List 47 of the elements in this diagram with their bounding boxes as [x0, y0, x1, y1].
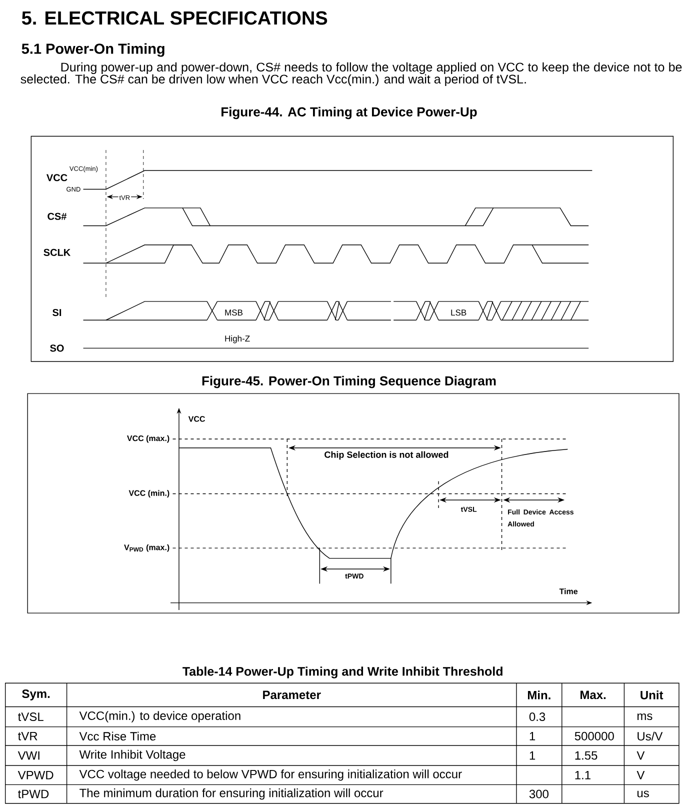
- table-text: 1.1: [575, 770, 590, 780]
- table-caption: Table-14 Power-Up Timing and Write Inhibit Threshold: [182, 666, 502, 678]
- table-text: V: [636, 770, 645, 780]
- axis-label: Time: [559, 588, 578, 594]
- signal-name: SCLK: [44, 248, 71, 256]
- table-text: V: [636, 751, 645, 760]
- column-header: Sym.: [22, 690, 50, 700]
- table-text: Us/V: [638, 732, 663, 741]
- table-text: 1: [530, 732, 536, 740]
- table-text: ms: [638, 713, 652, 720]
- table-text: VCC voltage needed to below VPWD for ensuring initialization will occur: [79, 770, 462, 781]
- table-text: VPWD: [18, 770, 54, 780]
- signal-name: SI: [52, 309, 62, 316]
- column-header: Parameter: [263, 690, 321, 700]
- dimension-label: Chip Selection is not allowed: [324, 451, 448, 460]
- signal-name: SO: [50, 344, 64, 352]
- section-heading: 5.1 Power-On Timing: [22, 43, 164, 57]
- table-text: 1.55: [575, 751, 598, 760]
- table-text: Write Inhibit Voltage: [79, 750, 186, 762]
- page-heading: 5. ELECTRICAL SPECIFICATIONS: [22, 11, 328, 25]
- table-text: VCC(min.) to device operation: [79, 711, 240, 722]
- bit-label: MSB: [225, 310, 242, 316]
- table-text: tVSL: [18, 712, 44, 722]
- axis-label: VCC: [188, 416, 205, 422]
- bit-label: LSB: [451, 310, 466, 316]
- level-label: V$_{PWD}$ (max.): [124, 544, 170, 552]
- table-text: The minimum duration for ensuring initialization will occur: [80, 788, 384, 800]
- column-header: Max.: [580, 690, 606, 700]
- table-text: 0.3: [529, 712, 546, 722]
- table-text: us: [637, 790, 649, 798]
- level-label: VCC (max.): [127, 435, 170, 443]
- table-text: 300: [529, 790, 548, 798]
- table-text: tPWD: [18, 790, 49, 798]
- table-text: VWI: [18, 751, 40, 760]
- table-text: 1: [530, 751, 536, 760]
- state-label: High-Z: [225, 335, 250, 344]
- level-label: VCC (min.): [128, 490, 170, 498]
- column-header: Min.: [528, 690, 550, 700]
- table-text: tVR: [18, 732, 38, 740]
- signal-name: VCC: [46, 174, 68, 182]
- table-text: 500000: [574, 732, 614, 740]
- figure-caption: Figure-45. Power-On Timing Sequence Diagram: [202, 376, 496, 388]
- body-paragraph: During power-up and power-down, CS# needs to follow the voltage applied on VCC to keep the device not to be selected. The CS# can be driven low when VCC reach Vcc(min.) and wait a period of tVSL.: [20, 62, 682, 86]
- signal-name: CS#: [48, 212, 67, 220]
- figure-caption: Figure-44. AC Timing at Device Power-Up: [222, 106, 477, 120]
- column-header: Unit: [640, 690, 664, 700]
- table-text: Vcc Rise Time: [79, 732, 156, 741]
